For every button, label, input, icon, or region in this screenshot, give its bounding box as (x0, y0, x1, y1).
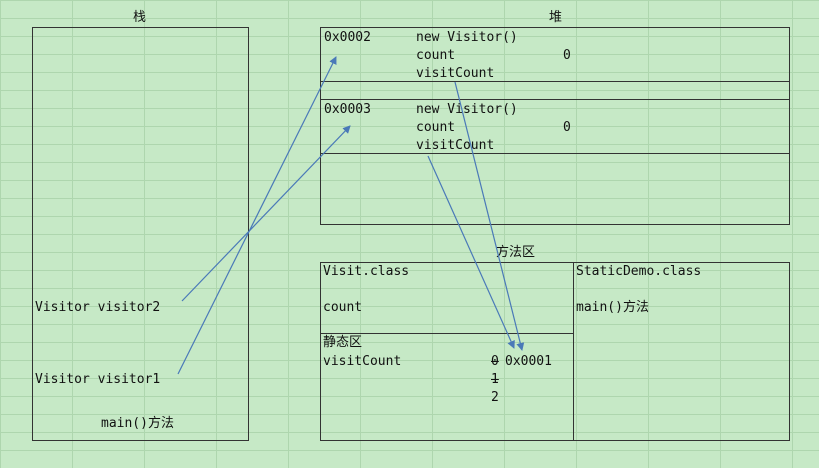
heap-divider (320, 81, 790, 82)
static-area-divider (320, 333, 573, 334)
heap-object-field-count: count (416, 120, 456, 135)
heap-divider (320, 153, 790, 154)
staticdemo-class-name: StaticDemo.class (576, 264, 702, 279)
stack-main-method: main()方法 (101, 416, 174, 431)
heap-object-field-visitcount: visitCount (416, 66, 495, 81)
heap-title: 堆 (549, 10, 563, 25)
heap-divider (320, 99, 790, 100)
method-area-title: 方法区 (496, 245, 536, 260)
heap-object-field-visitcount: visitCount (416, 138, 495, 153)
static-old-value: 1 (491, 372, 499, 387)
heap-object-address: 0x0003 (324, 102, 371, 117)
heap-object-constructor: new Visitor() (416, 30, 518, 45)
heap-object-field-count-value: 0 (563, 48, 571, 63)
stack-var-visitor2: Visitor visitor2 (35, 300, 161, 315)
heap-object-field-count-value: 0 (563, 120, 571, 135)
heap-object-constructor: new Visitor() (416, 102, 518, 117)
visit-class-field: count (323, 300, 363, 315)
method-area-divider (573, 262, 574, 441)
static-area-title: 静态区 (323, 335, 363, 350)
method-area-frame (320, 262, 790, 441)
static-field-address: 0x0001 (505, 354, 552, 369)
heap-object-field-count: count (416, 48, 456, 63)
staticdemo-main-method: main()方法 (576, 300, 649, 315)
stack-title: 栈 (133, 10, 147, 25)
heap-object-address: 0x0002 (324, 30, 371, 45)
static-current-value: 2 (491, 390, 499, 405)
visit-class-name: Visit.class (323, 264, 410, 279)
heap-frame (320, 27, 790, 225)
static-field-visitcount: visitCount (323, 354, 402, 369)
static-old-value: 0 (491, 354, 499, 369)
stack-var-visitor1: Visitor visitor1 (35, 372, 161, 387)
